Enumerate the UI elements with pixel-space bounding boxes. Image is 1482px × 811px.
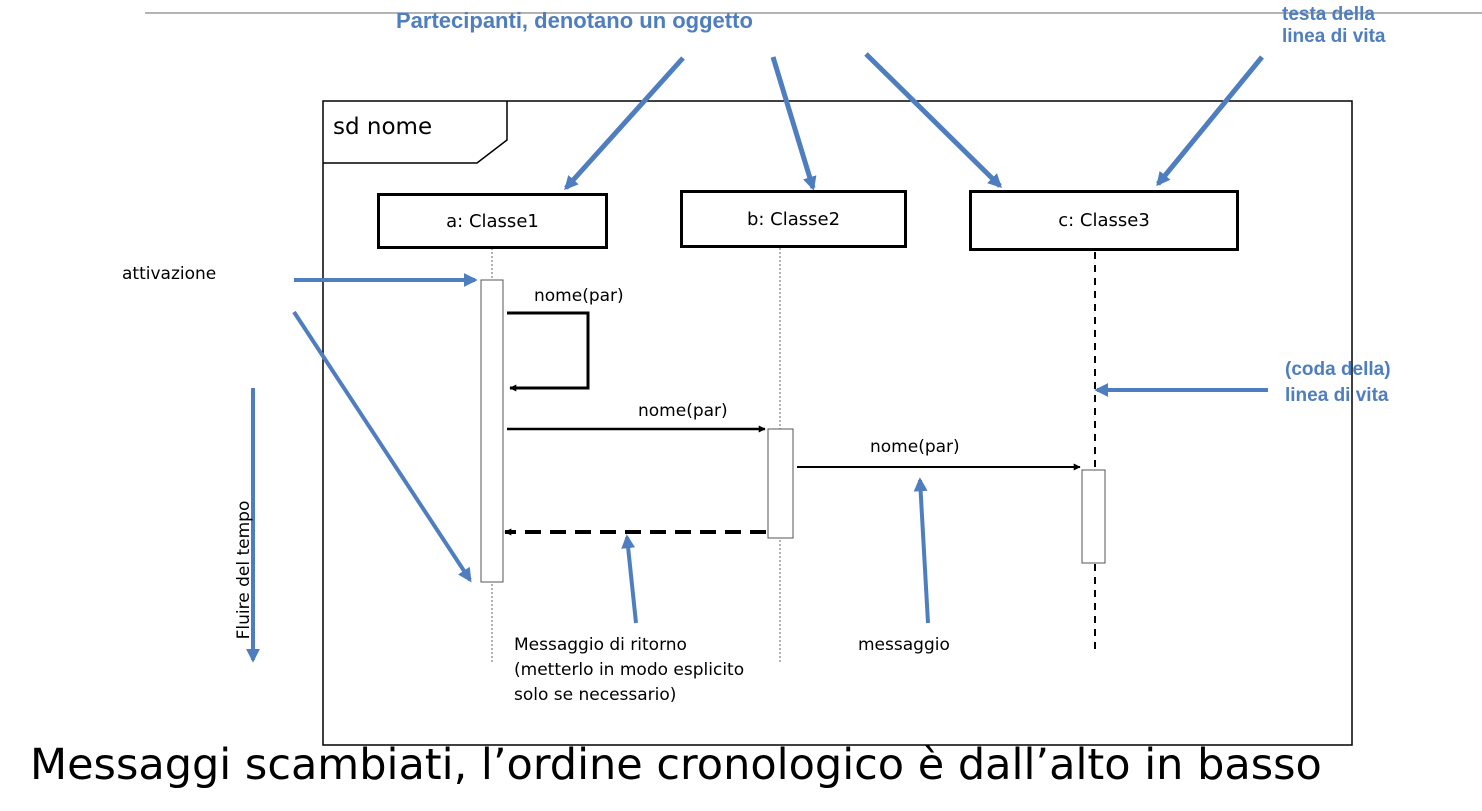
sd-frame [322,100,1353,746]
pointer-return-message [621,534,638,624]
pointer-to-b [770,56,817,191]
lifeline-tail-line1: (coda della) [1285,359,1391,380]
message-b-to-c-label: nome(par) [870,437,960,457]
activation-b [767,428,794,539]
return-message-annotation: Messaggio di ritorno (metterlo in modo e… [514,633,744,708]
pointer-to-c [864,52,1002,188]
participant-c: c: Classe3 [969,190,1239,251]
activation-a [480,279,504,583]
self-call-label: nome(par) [534,286,624,306]
time-flow-annotation: Fluire del tempo [234,500,254,640]
lifeline-tail-line2: linea di vita [1285,385,1389,406]
pointer-message [913,477,930,624]
participant-b: b: Classe2 [680,190,907,248]
lifeline-head-annotation: testa della linea di vita [1282,4,1385,48]
participant-a: a: Classe1 [377,193,608,249]
pointer-lifeline-head [1156,55,1264,187]
return-note-line2: (metterlo in modo esplicito [514,660,745,680]
activation-c [1081,469,1106,564]
pointer-to-a [564,56,685,191]
participants-annotation: Partecipanti, denotano un oggetto [396,8,753,33]
self-call-arrow [507,311,590,392]
activation-annotation: attivazione [122,264,217,284]
return-note-line3: solo se necessario) [514,685,677,705]
frame-label: sd nome [333,114,433,140]
message-annotation: messaggio [858,635,950,655]
pointer-activation-end [292,310,472,583]
slide-caption: Messaggi scambiati, l’ordine cronologico… [30,740,1322,790]
lifeline-head-line2: linea di vita [1282,26,1386,47]
message-a-to-b-label: nome(par) [638,401,728,421]
sd-frame-tab [323,101,508,164]
return-note-line1: Messaggio di ritorno [514,635,687,655]
lifeline-tail-annotation: (coda della) linea di vita [1285,357,1391,409]
lifeline-head-line1: testa della [1282,4,1375,25]
